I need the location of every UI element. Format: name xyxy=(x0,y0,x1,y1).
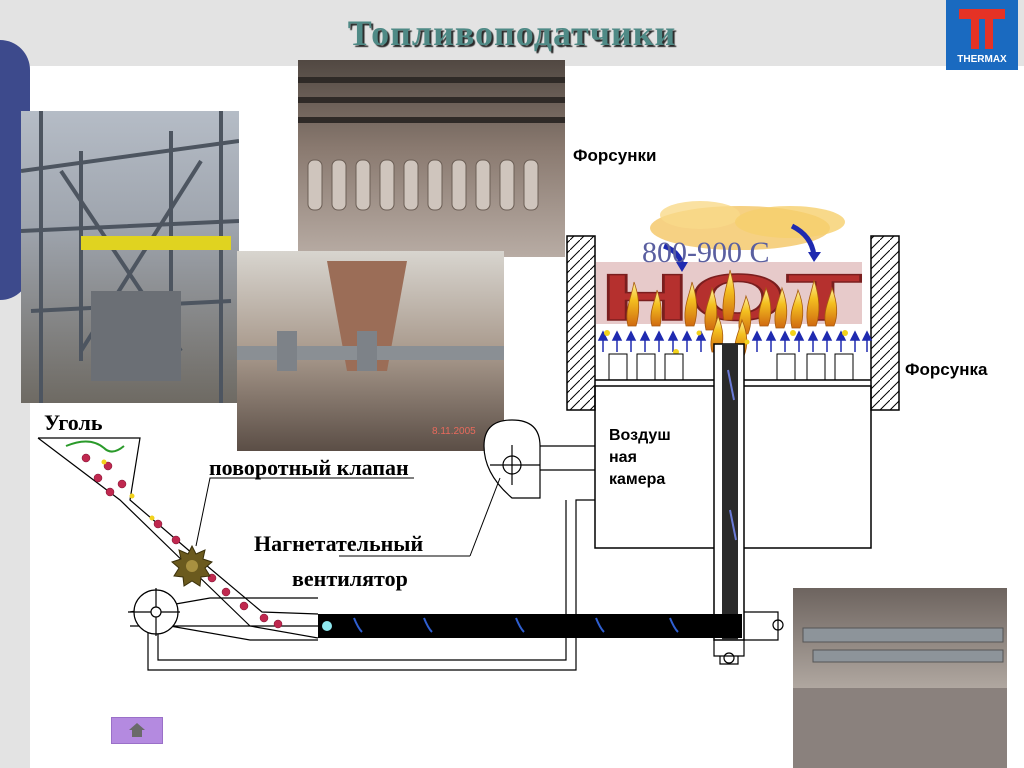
photo-date-stamp: 8.11.2005 xyxy=(432,426,476,437)
air-chamber-label: Воздуш ная камера xyxy=(609,425,699,491)
coal-particles-in-line xyxy=(353,617,679,633)
temperature-label: 800-900 С xyxy=(642,236,770,269)
thermax-logo: THERMAX xyxy=(946,0,1018,70)
blower-label-line2: вентилятор xyxy=(292,566,408,591)
blower-fan xyxy=(483,419,541,499)
air-chamber-label-line3: камера xyxy=(609,471,666,488)
feeder-structure-photo xyxy=(21,111,239,403)
blower-label-line1: Нагнетательный xyxy=(254,531,424,556)
nozzles-photo xyxy=(298,60,565,257)
thermax-logo-icon xyxy=(959,9,1005,49)
air-chamber-label-line1: Воздуш xyxy=(609,427,671,444)
rotary-valve-photo: 8.11.2005 xyxy=(237,251,504,451)
nozzle-label: Форсунка xyxy=(905,360,988,379)
logo-brand-text: THERMAX xyxy=(957,54,1007,65)
leader-lines xyxy=(40,437,501,557)
home-icon xyxy=(129,723,145,737)
home-button[interactable] xyxy=(111,717,163,744)
nozzles-label: Форсунки xyxy=(573,146,657,165)
air-arrows xyxy=(597,330,873,352)
fire-glow xyxy=(650,201,845,250)
coal-pieces xyxy=(81,453,283,629)
nozzle-stubs xyxy=(608,353,854,381)
pipe-foot xyxy=(713,611,784,665)
pipes-photo xyxy=(793,588,1007,768)
air-chamber-label-line2: ная xyxy=(609,449,637,466)
vertical-feed-pipe xyxy=(713,343,745,641)
coal-label: Уголь xyxy=(44,410,103,435)
coal-surface xyxy=(65,440,125,453)
coal-yellow xyxy=(101,459,155,521)
rotary-valve-label: поворотный клапан xyxy=(209,455,409,480)
drive-drum xyxy=(128,588,180,636)
pneumatic-transport-line xyxy=(318,614,742,638)
furnace-walls xyxy=(566,235,900,411)
slide-title: Топливоподатчики xyxy=(347,13,677,53)
rotary-valve-gear xyxy=(171,544,213,587)
particles xyxy=(604,330,848,355)
